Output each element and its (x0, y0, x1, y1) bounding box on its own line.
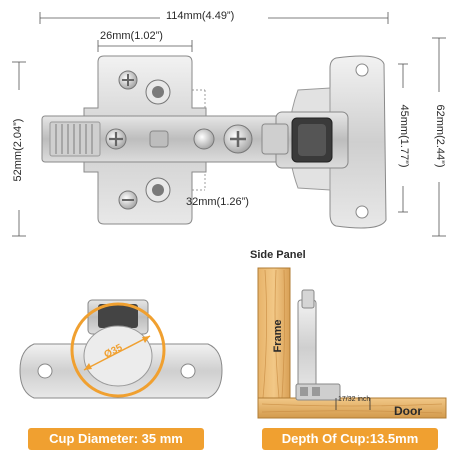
side-panel-label: Side Panel (250, 249, 306, 261)
frame-label: Frame (272, 319, 284, 353)
plate-screws (105, 70, 253, 210)
cup-side-height-label: 45mm(1.77”) (398, 104, 410, 168)
cup-diameter-label: Cup Diameter: 35 mm (28, 428, 204, 450)
door-wood (257, 397, 447, 419)
cup-diameter-ring (70, 302, 166, 398)
body-height-label: 52mm(2.04”) (12, 118, 24, 182)
install-hinge-plate (297, 299, 317, 397)
full-height-label: 62mm(2.44”) (434, 104, 446, 168)
door-label: Door (394, 404, 422, 418)
plate-width-label: 26mm(1.02”) (100, 30, 163, 42)
dimension-lines (12, 12, 446, 237)
overlay-label: 17/32 inch (338, 396, 371, 403)
cup-depth-label: Depth Of Cup:13.5mm (262, 428, 438, 450)
overall-width-label: 114mm(4.49”) (166, 10, 235, 22)
hole-spacing-label: 32mm(1.26”) (186, 196, 249, 208)
cup-wing-plate (329, 55, 387, 229)
